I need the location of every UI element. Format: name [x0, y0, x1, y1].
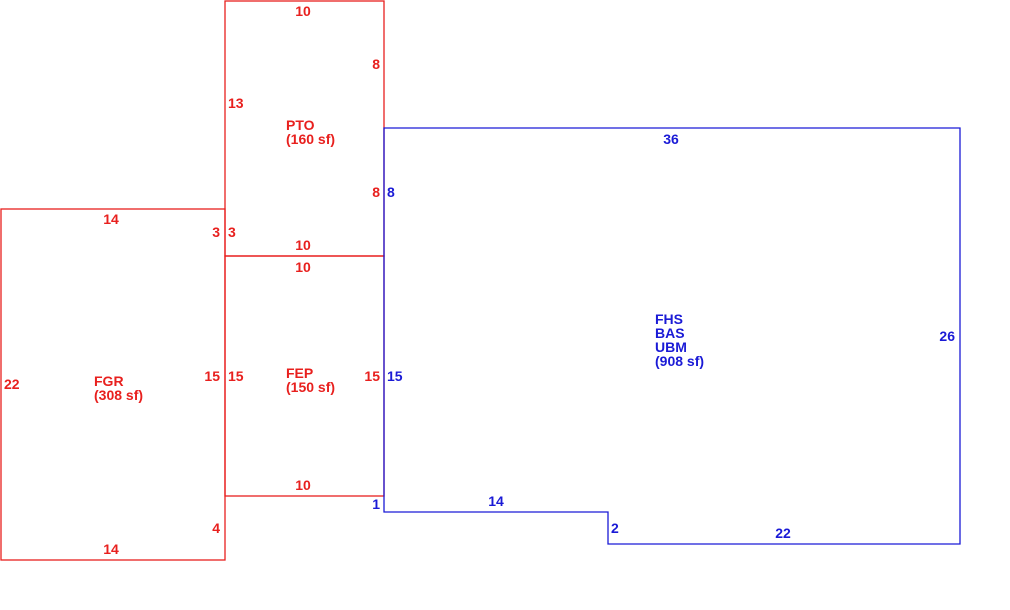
- dim-fep-bottom: 10: [295, 477, 311, 493]
- red-sections: [0, 0, 385, 561]
- dim-fgr-bottom: 14: [103, 541, 119, 557]
- dim-pto-left: 13: [228, 95, 244, 111]
- dim-fgr-right-mid: 15: [204, 368, 220, 384]
- dim-pto-right-lower: 8: [372, 184, 380, 200]
- fep-code: FEP: [286, 365, 313, 381]
- dim-fgr-right-bottom: 4: [212, 520, 220, 536]
- main-code-1: FHS: [655, 311, 683, 327]
- dim-main-top: 36: [663, 131, 679, 147]
- main-code-3: UBM: [655, 339, 687, 355]
- fep-area: (150 sf): [286, 379, 335, 395]
- dim-main-bottom-right: 22: [775, 525, 791, 541]
- dim-main-step: 2: [611, 520, 619, 536]
- dim-fgr-left: 22: [4, 376, 20, 392]
- dim-main-left-bottom: 1: [372, 496, 380, 512]
- dim-fep-right: 15: [364, 368, 380, 384]
- main-area: (908 sf): [655, 353, 704, 369]
- dim-fgr-right-top: 3: [212, 224, 220, 240]
- pto-area: (160 sf): [286, 131, 335, 147]
- dim-main-left: 15: [387, 368, 403, 384]
- dim-fep-left: 15: [228, 368, 244, 384]
- pto-code: PTO: [286, 117, 315, 133]
- dim-main-bottom-left: 14: [488, 493, 504, 509]
- dim-pto-top: 10: [295, 3, 311, 19]
- dim-pto-right-upper: 8: [372, 56, 380, 72]
- dim-main-left-upper: 8: [387, 184, 395, 200]
- fgr-area: (308 sf): [94, 387, 143, 403]
- dim-pto-bottom: 10: [295, 237, 311, 253]
- fgr-code: FGR: [94, 373, 124, 389]
- dim-main-right: 26: [939, 328, 955, 344]
- dim-fgr-top: 14: [103, 211, 119, 227]
- main-building-outline: [383, 127, 961, 545]
- dim-fep-left-top: 3: [228, 224, 236, 240]
- dim-fep-top: 10: [295, 259, 311, 275]
- main-code-2: BAS: [655, 325, 685, 341]
